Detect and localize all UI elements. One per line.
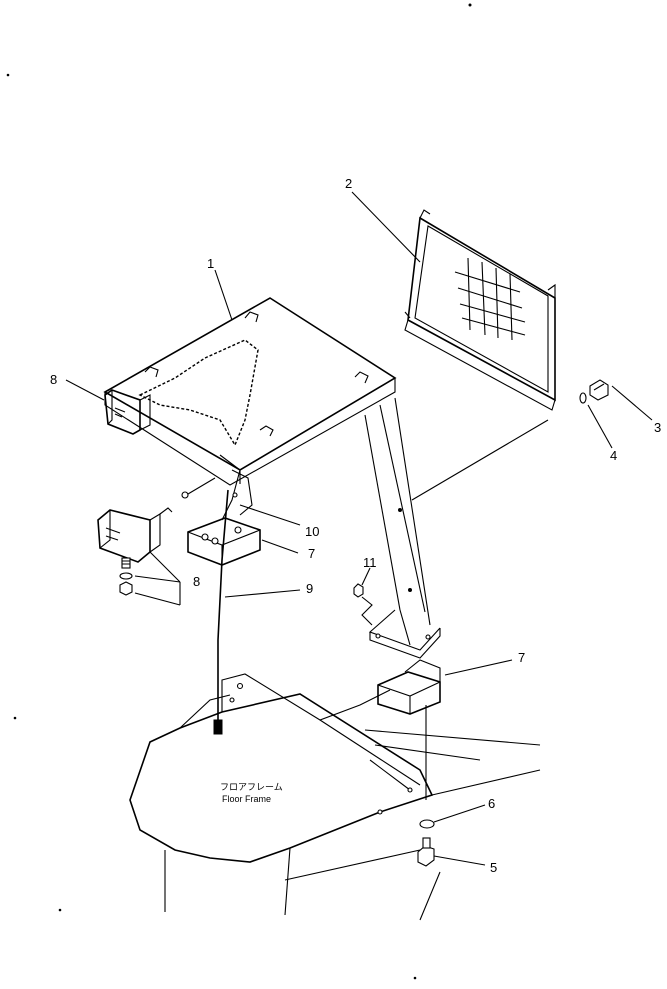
callout-4: 4 <box>610 448 617 463</box>
callout-10: 10 <box>305 524 319 539</box>
callout-11: 11 <box>363 555 377 570</box>
callout-8a: 8 <box>50 372 57 387</box>
callout-7a: 7 <box>308 546 315 561</box>
callout-9: 9 <box>306 581 313 596</box>
hardware <box>119 379 609 867</box>
support-post <box>364 397 441 659</box>
washer-icon <box>119 572 133 580</box>
callout-5: 5 <box>490 860 497 875</box>
floor-frame-label-jp: フロアフレーム <box>220 782 283 792</box>
callout-6: 6 <box>488 796 495 811</box>
screen-guard <box>404 209 556 411</box>
callout-2: 2 <box>345 176 352 191</box>
callout-7b: 7 <box>518 650 525 665</box>
floor-frame-label-en: Floor Frame <box>222 794 271 804</box>
nut-icon <box>119 581 133 596</box>
bolt-icon <box>121 557 131 569</box>
wire-harness <box>213 489 238 735</box>
lower-bracket-right <box>377 659 441 715</box>
callout-3: 3 <box>654 420 661 435</box>
callout-1: 1 <box>207 256 214 271</box>
front-work-light <box>97 477 216 563</box>
canopy-work-light <box>104 389 151 435</box>
floor-frame: フロアフレーム Floor Frame <box>129 673 541 916</box>
callout-8b: 8 <box>193 574 200 589</box>
callouts: 1 2 3 4 8 10 7 11 8 9 7 6 5 <box>50 176 661 875</box>
leader-lines <box>65 191 653 921</box>
canopy <box>103 297 397 521</box>
